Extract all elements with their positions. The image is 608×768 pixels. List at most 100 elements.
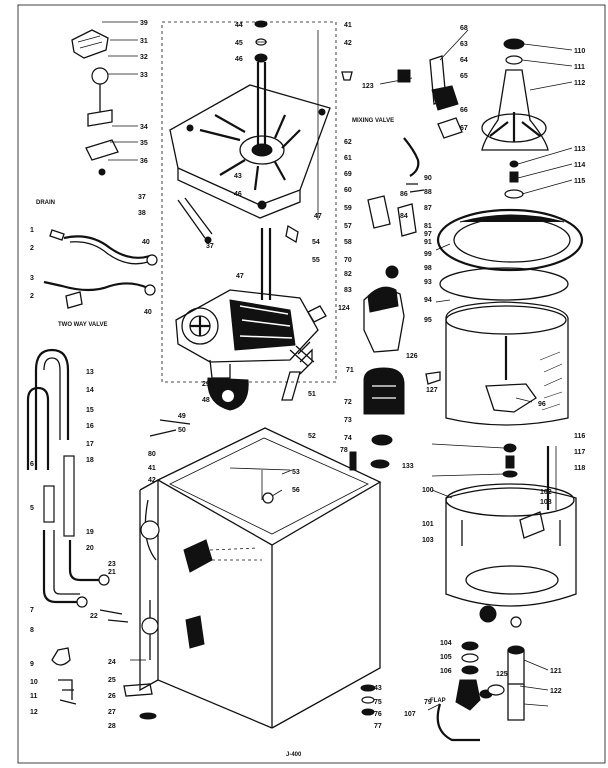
transmission-assembly xyxy=(149,228,319,437)
leader-111 xyxy=(521,59,573,67)
clip-127 xyxy=(425,371,441,385)
foot-76 xyxy=(361,696,375,704)
callout: 56 xyxy=(292,487,300,494)
callout: 40 xyxy=(144,309,152,316)
mixing-valve-tube xyxy=(403,137,420,177)
callout: 117 xyxy=(574,449,585,456)
bracket-59 xyxy=(397,203,417,237)
callout: 47 xyxy=(314,213,322,220)
callout: 87 xyxy=(424,205,432,212)
motor-72 xyxy=(363,367,405,415)
callout: 43 xyxy=(234,173,242,180)
water-hose-assembly xyxy=(26,348,129,705)
callout: 46 xyxy=(235,56,243,63)
valve-parts-10-12 xyxy=(58,679,77,705)
basket-hub-96 xyxy=(485,383,537,413)
callout: 84 xyxy=(400,213,408,220)
water-level-switch xyxy=(185,615,205,649)
link-rod-38 xyxy=(177,197,213,239)
callout: 64 xyxy=(460,57,468,64)
pulley-spokes xyxy=(190,316,210,336)
lid-hinge-bracket xyxy=(71,29,109,59)
outer-tub-floor xyxy=(465,565,559,595)
callout: 110 xyxy=(574,48,585,55)
callout: 73 xyxy=(344,417,352,424)
leader-114 xyxy=(517,163,573,179)
callout: 103 xyxy=(422,537,434,544)
motor-mount xyxy=(209,359,231,379)
clamp-3 xyxy=(76,596,88,608)
callout: 90 xyxy=(424,175,432,182)
plate-hole-3 xyxy=(257,200,267,210)
callout: 53 xyxy=(292,469,300,476)
cord-50 xyxy=(149,419,191,437)
callout: 99 xyxy=(424,251,432,258)
callout: 55 xyxy=(312,257,320,264)
washer-115 xyxy=(504,189,524,199)
diagram-frame xyxy=(17,4,606,764)
hose-13-inner xyxy=(43,357,61,440)
callout: 20 xyxy=(86,545,94,552)
callout: 62 xyxy=(344,139,352,146)
leader-121 xyxy=(523,659,549,671)
fill-spout-65 xyxy=(431,85,459,111)
tub-brackets-101 xyxy=(461,520,561,546)
callout: 14 xyxy=(86,387,94,394)
callout: 66 xyxy=(460,107,468,114)
outer-tub-assembly xyxy=(445,443,577,628)
callout: 108 xyxy=(540,499,552,506)
callout: 116 xyxy=(574,433,585,440)
base-plate-assembly xyxy=(161,20,353,383)
callout: 77 xyxy=(374,723,382,730)
gasket-105 xyxy=(461,653,479,663)
drain-port xyxy=(479,605,497,623)
coupling-74 xyxy=(370,459,390,469)
callout: 13 xyxy=(86,369,94,376)
leader-97b xyxy=(431,443,505,449)
callout: 15 xyxy=(86,407,94,414)
leader-123b xyxy=(523,703,549,707)
callout: 114 xyxy=(574,162,585,169)
clip-54 xyxy=(285,224,299,244)
tub-ring-97 xyxy=(436,208,584,272)
flap-valve xyxy=(455,679,481,711)
callout: 80 xyxy=(148,451,156,458)
pump-hose-assembly xyxy=(436,641,525,742)
callout: 27 xyxy=(108,709,116,716)
callout: 52 xyxy=(308,433,316,440)
callout: 5 xyxy=(30,505,34,512)
callout: 39 xyxy=(140,20,148,27)
callout: 41 xyxy=(148,465,156,472)
leveling-leg-26 xyxy=(123,683,153,697)
callout: 97 xyxy=(424,231,432,238)
callout: 81 xyxy=(424,223,432,230)
basket-rim xyxy=(445,305,567,335)
callout: 42 xyxy=(148,477,156,484)
outer-tub-rim xyxy=(445,483,575,517)
leader-110 xyxy=(523,43,573,51)
motor-detail xyxy=(372,385,396,399)
agitator-cap-110 xyxy=(503,38,525,50)
ball-93 xyxy=(385,265,399,279)
callout: 88 xyxy=(424,189,432,196)
callout: 76 xyxy=(374,711,382,718)
callout: 78 xyxy=(340,447,348,454)
spline-113 xyxy=(509,160,519,168)
lid-switch-knob xyxy=(91,67,109,85)
callout: 79 xyxy=(424,699,432,706)
callout: 43 xyxy=(374,685,382,692)
grommet-80 xyxy=(262,492,274,504)
leader-112 xyxy=(529,81,573,91)
tub-ring-rim xyxy=(459,214,565,223)
leader-68 xyxy=(439,29,469,61)
cabinet-brace-58 xyxy=(229,467,291,500)
tub-ring-top xyxy=(367,286,399,313)
callout: 121 xyxy=(550,668,562,675)
callout: 51 xyxy=(308,391,316,398)
label-mixing-valve: MIXING VALVE xyxy=(352,118,394,124)
label-flap: FLAP xyxy=(430,698,446,704)
clamp-21 xyxy=(98,574,110,586)
hose-8 xyxy=(68,540,100,582)
